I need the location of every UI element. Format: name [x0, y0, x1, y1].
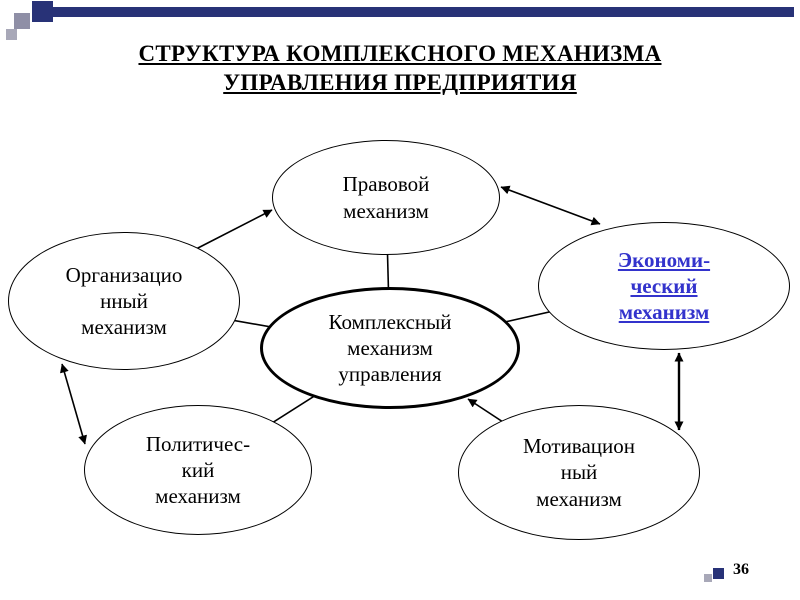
- node-center-line-2: механизм: [347, 335, 433, 360]
- decoration-square-large: [32, 1, 53, 22]
- slide-title: СТРУКТУРА КОМПЛЕКСНОГО МЕХАНИЗМА УПРАВЛЕ…: [0, 40, 800, 98]
- arrow-organizational-political: [60, 363, 87, 445]
- title-line-1: СТРУКТУРА КОМПЛЕКСНОГО МЕХАНИЗМА: [138, 41, 662, 66]
- node-motivational-line-3: механизм: [536, 486, 622, 511]
- arrow-organizational-legal: [195, 209, 273, 250]
- node-complex-management-mechanism: Комплексный механизм управления: [260, 287, 520, 409]
- node-political-mechanism: Политичес- кий механизм: [84, 405, 312, 535]
- footer-decoration-square-navy: [713, 568, 724, 579]
- decoration-square-medium: [14, 13, 30, 29]
- node-organizational-mechanism: Организацио нный механизм: [8, 232, 240, 370]
- node-motivational-line-1: Мотивацион: [523, 434, 635, 459]
- node-motivational-mechanism: Мотивацион ный механизм: [458, 405, 700, 540]
- node-economic-line-1: Экономи-: [617, 247, 711, 272]
- node-economic-line-3: механизм: [618, 300, 710, 325]
- footer-decoration-square-gray: [704, 574, 712, 582]
- node-legal-mechanism: Правовой механизм: [272, 140, 500, 255]
- node-economic-line-2: ческий: [630, 273, 698, 298]
- node-motivational-line-2: ный: [560, 460, 598, 485]
- node-political-line-1: Политичес-: [145, 431, 251, 456]
- header-bar: [53, 7, 794, 17]
- node-organizational-line-2: нный: [100, 288, 148, 313]
- node-organizational-line-1: Организацио: [65, 262, 183, 287]
- node-center-line-3: управления: [338, 362, 442, 387]
- decoration-square-small: [6, 29, 17, 40]
- node-legal-line-1: Правовой: [342, 172, 430, 197]
- node-organizational-line-3: механизм: [81, 315, 167, 340]
- node-legal-line-2: механизм: [343, 198, 429, 223]
- arrow-legal-economic: [500, 185, 601, 226]
- node-economic-mechanism-link[interactable]: Экономи- ческий механизм: [538, 222, 790, 350]
- node-political-line-3: механизм: [155, 484, 241, 509]
- node-center-line-1: Комплексный: [328, 309, 452, 334]
- title-line-2: УПРАВЛЕНИЯ ПРЕДПРИЯТИЯ: [223, 69, 577, 95]
- node-political-line-2: кий: [181, 457, 215, 482]
- page-number: 36: [733, 561, 749, 578]
